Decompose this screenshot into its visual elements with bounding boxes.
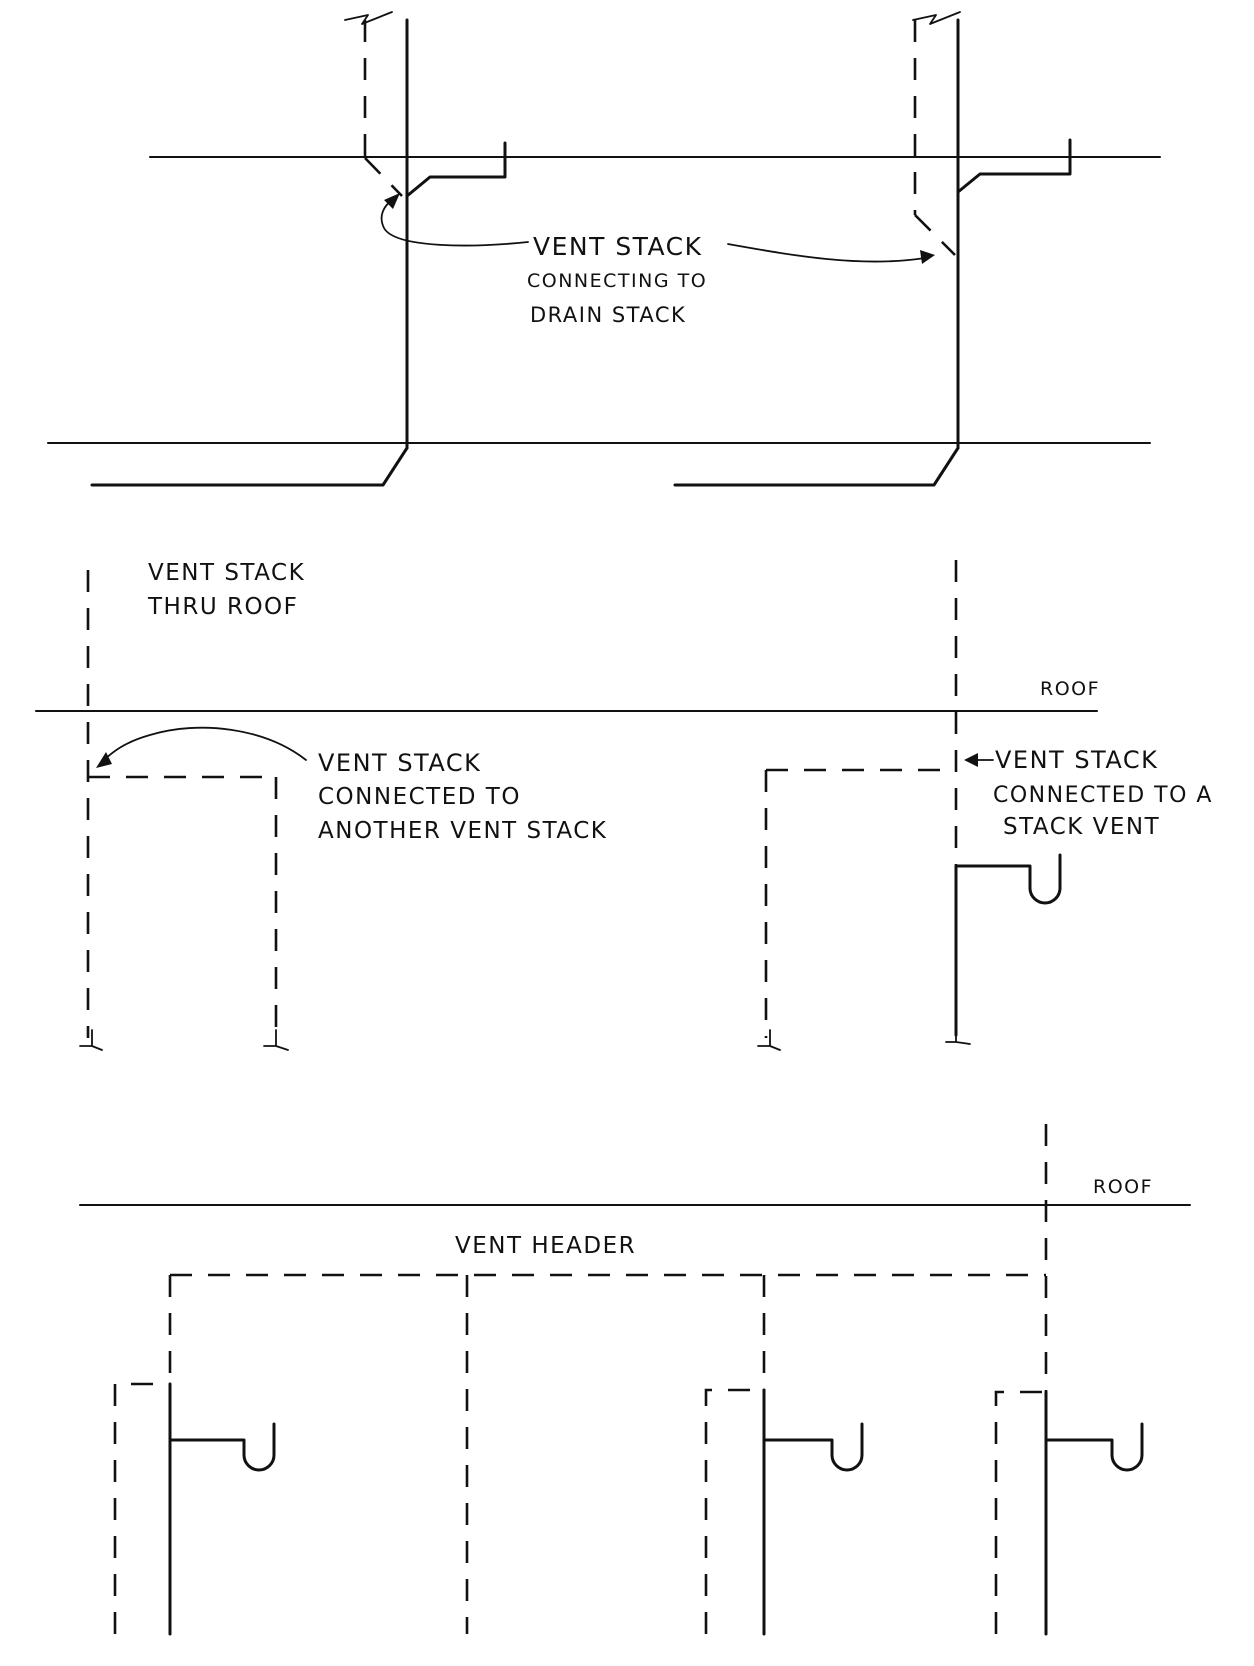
- left-building-drain: [90, 446, 409, 487]
- label-vent-stack-drain-1: VENT STACK: [533, 232, 703, 261]
- right-stack-break-mark: [912, 11, 961, 25]
- label-stack-vent-1: VENT STACK: [995, 746, 1158, 774]
- leader-drain-right: [727, 243, 926, 263]
- label-roof-middle: ROOF: [1040, 678, 1100, 700]
- left-vent-offset: [364, 157, 403, 197]
- leader-another-vent: [101, 726, 307, 763]
- label-another-vent-2: CONNECTED TO: [318, 784, 521, 810]
- base-mark-right-2: [945, 1029, 971, 1045]
- left-vent-pair: [79, 570, 289, 1051]
- label-stack-vent-2: CONNECTED TO A: [993, 783, 1213, 808]
- vent-group-4: [994, 1390, 1144, 1636]
- fixture-trap-4: [1044, 1422, 1144, 1472]
- fixture-trap-right: [954, 853, 1062, 905]
- base-mark-left-1: [79, 1029, 103, 1051]
- section-drain-stack: VENT STACK CONNECTING TO DRAIN STACK: [47, 11, 1161, 487]
- right-fixture-branch: [956, 138, 1072, 194]
- arrowhead-drain-right: [920, 250, 935, 264]
- base-mark-right-1: [757, 1029, 781, 1051]
- arrowhead-drain-left: [384, 193, 400, 209]
- section-roof: ROOF VENT STACK THRU ROOF VENT STACK CON…: [35, 560, 1213, 1051]
- base-mark-left-2: [263, 1029, 289, 1051]
- relief-vent-1: [113, 1382, 170, 1634]
- label-vent-stack-drain-2: CONNECTING TO: [527, 270, 707, 292]
- right-vent-pair: [757, 560, 1062, 1051]
- arrowhead-stack-vent: [964, 753, 978, 767]
- relief-vent-3: [704, 1388, 764, 1634]
- label-thru-roof-1: VENT STACK: [148, 560, 305, 586]
- left-drain-assembly: [90, 11, 507, 487]
- vent-group-1: [113, 1275, 276, 1636]
- right-building-drain: [673, 446, 960, 487]
- label-stack-vent-3: STACK VENT: [1003, 814, 1160, 840]
- label-roof-bottom: ROOF: [1093, 1176, 1153, 1198]
- arrowhead-another-vent: [96, 752, 112, 768]
- label-vent-header: VENT HEADER: [455, 1233, 636, 1259]
- label-another-vent-1: VENT STACK: [318, 749, 481, 777]
- right-drain-assembly: [673, 11, 1072, 487]
- left-stack-break-mark: [344, 11, 393, 25]
- left-fixture-branch: [405, 141, 507, 198]
- label-thru-roof-2: THRU ROOF: [147, 594, 298, 620]
- relief-vent-4: [994, 1390, 1046, 1634]
- vent-group-3: [704, 1275, 864, 1636]
- label-another-vent-3: ANOTHER VENT STACK: [318, 818, 607, 844]
- leader-drain-left: [380, 199, 529, 247]
- section-vent-header: ROOF VENT HEADER: [79, 1124, 1191, 1636]
- fixture-trap-1: [168, 1422, 276, 1472]
- label-vent-stack-drain-3: DRAIN STACK: [530, 303, 686, 327]
- right-vent-offset: [914, 214, 956, 256]
- fixture-trap-3: [762, 1422, 864, 1472]
